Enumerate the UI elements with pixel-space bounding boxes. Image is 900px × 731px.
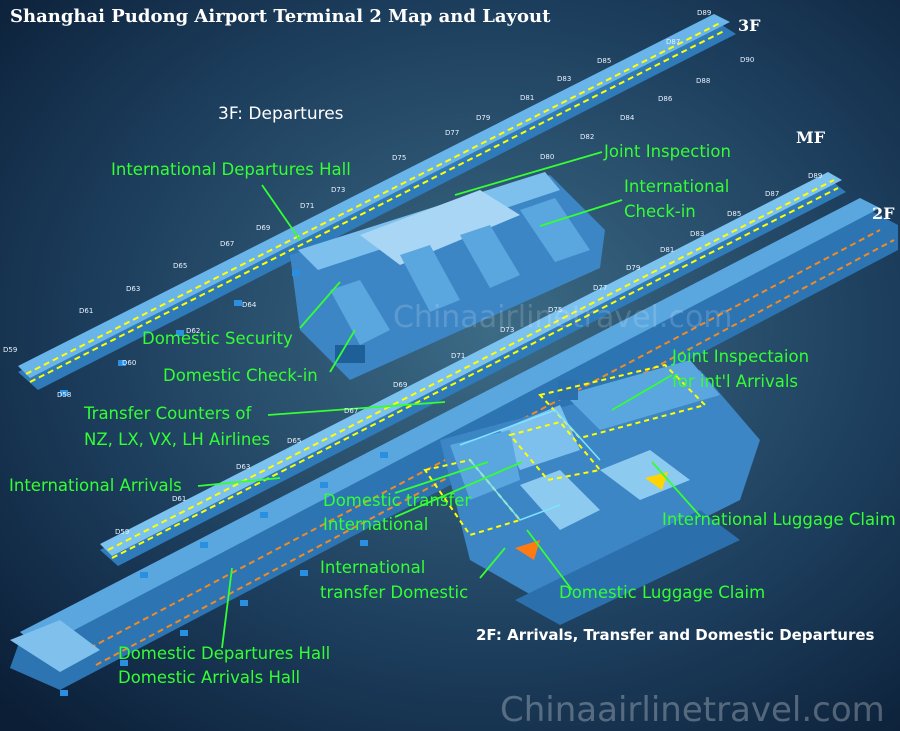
label-domestic-checkin: Domestic Check-in (163, 366, 318, 385)
gate-label-mf: D73 (500, 326, 515, 334)
gate-label-mf: D83 (690, 230, 705, 238)
label-domestic-arrivals-hall: Domestic Arrivals Hall (118, 668, 301, 687)
floor-label-3f-corner: 3F (738, 16, 761, 35)
gate-label-3f: D67 (220, 240, 235, 248)
page-title: Shanghai Pudong Airport Terminal 2 Map a… (10, 6, 551, 27)
gate-label-mf: D75 (548, 306, 563, 314)
annotation-leader-lines (197, 151, 701, 649)
label-domestic-transfer-line2: International (323, 515, 429, 534)
label-domestic-transfer-line1: Domestic transfer (323, 491, 472, 510)
floor-label-2f: 2F (872, 204, 895, 223)
gate-label-3f: D77 (445, 129, 460, 137)
gate-label-mf: D79 (626, 264, 641, 272)
gate-label-3f: D81 (520, 94, 535, 102)
gate-label-3f: D85 (597, 57, 612, 65)
watermark-bottom: Chinaairlinetravel.com (500, 690, 885, 730)
gate-label-3f: D87 (666, 38, 681, 46)
label-international-transfer-line2: transfer Domestic (320, 583, 469, 602)
gate-label-mf: D61 (172, 495, 187, 503)
concourse-mf (100, 172, 846, 566)
gate-label-3f: D80 (540, 153, 555, 161)
gate-label-3f: D61 (79, 307, 94, 315)
gate-label-mf: D85 (727, 210, 742, 218)
gate-label-3f: D63 (126, 285, 141, 293)
watermark-center: Chinaairlinetravel.com (393, 300, 733, 335)
label-domestic-security: Domestic Security (142, 329, 293, 348)
gate-label-3f: D65 (173, 262, 188, 270)
gate-label-mf: D87 (765, 190, 780, 198)
arrivals-block-2f (440, 360, 760, 625)
gate-label-3f: D79 (476, 114, 491, 122)
gate-label-3f: D71 (300, 202, 315, 210)
intl-luggage-arrow (645, 472, 668, 490)
gate-label-3f: D89 (697, 9, 712, 17)
gate-label-3f: D58 (57, 391, 72, 399)
label-domestic-luggage-claim: Domestic Luggage Claim (559, 583, 766, 602)
gate-label-mf: D59 (115, 528, 130, 536)
gate-markers (60, 270, 388, 696)
gate-label-3f: D86 (658, 95, 673, 103)
label-transfer-counters-line2: NZ, LX, VX, LH Airlines (84, 430, 271, 449)
label-intl-departures-hall: International Departures Hall (111, 160, 351, 179)
gate-label-3f: D69 (256, 224, 271, 232)
gate-label-mf: D89 (808, 172, 823, 180)
gate-label-3f: D62 (186, 327, 201, 335)
gate-label-mf: D67 (344, 407, 359, 415)
gate-label-mf: D65 (287, 437, 302, 445)
gate-label-3f: D60 (122, 359, 137, 367)
label-joint-inspection-arrivals-line1: Joint Inspectaion (672, 347, 810, 366)
gate-label-3f: D64 (242, 301, 257, 309)
label-international-arrivals: International Arrivals (9, 476, 182, 495)
gate-label-3f: D73 (331, 186, 346, 194)
gate-label-mf: D69 (393, 381, 408, 389)
gate-label-3f: D83 (557, 75, 572, 83)
label-intl-checkin-line1: International (624, 177, 730, 196)
floor-label-mf: MF (796, 128, 826, 147)
label-transfer-counters-line1: Transfer Counters of (84, 404, 252, 423)
gate-label-mf: D71 (451, 352, 466, 360)
gate-label-mf: D81 (660, 246, 675, 254)
label-international-transfer-line1: International (320, 558, 426, 577)
gate-label-3f: D90 (740, 56, 755, 64)
floor-label-departures: 3F: Departures (218, 104, 344, 124)
label-domestic-departures-hall: Domestic Departures Hall (118, 644, 331, 663)
gate-label-mf: D63 (236, 463, 251, 471)
label-intl-checkin-line2: Check-in (624, 202, 696, 221)
walkway-lines (459, 409, 601, 521)
gate-label-3f: D59 (3, 346, 18, 354)
gate-label-mf: D77 (593, 284, 608, 292)
label-joint-inspection: Joint Inspection (604, 142, 731, 161)
domestic-luggage-arrow (515, 540, 540, 560)
gate-label-3f: D84 (620, 114, 635, 122)
floor-label-arrivals: 2F: Arrivals, Transfer and Domestic Depa… (476, 626, 875, 644)
gate-label-3f: D75 (392, 154, 407, 162)
gate-label-3f: D88 (696, 77, 711, 85)
concourse-3f (18, 14, 736, 390)
gate-label-3f: D82 (580, 133, 595, 141)
label-joint-inspection-arrivals-line2: for int'l Arrivals (672, 372, 799, 391)
label-intl-luggage-claim: International Luggage Claim (662, 510, 896, 529)
